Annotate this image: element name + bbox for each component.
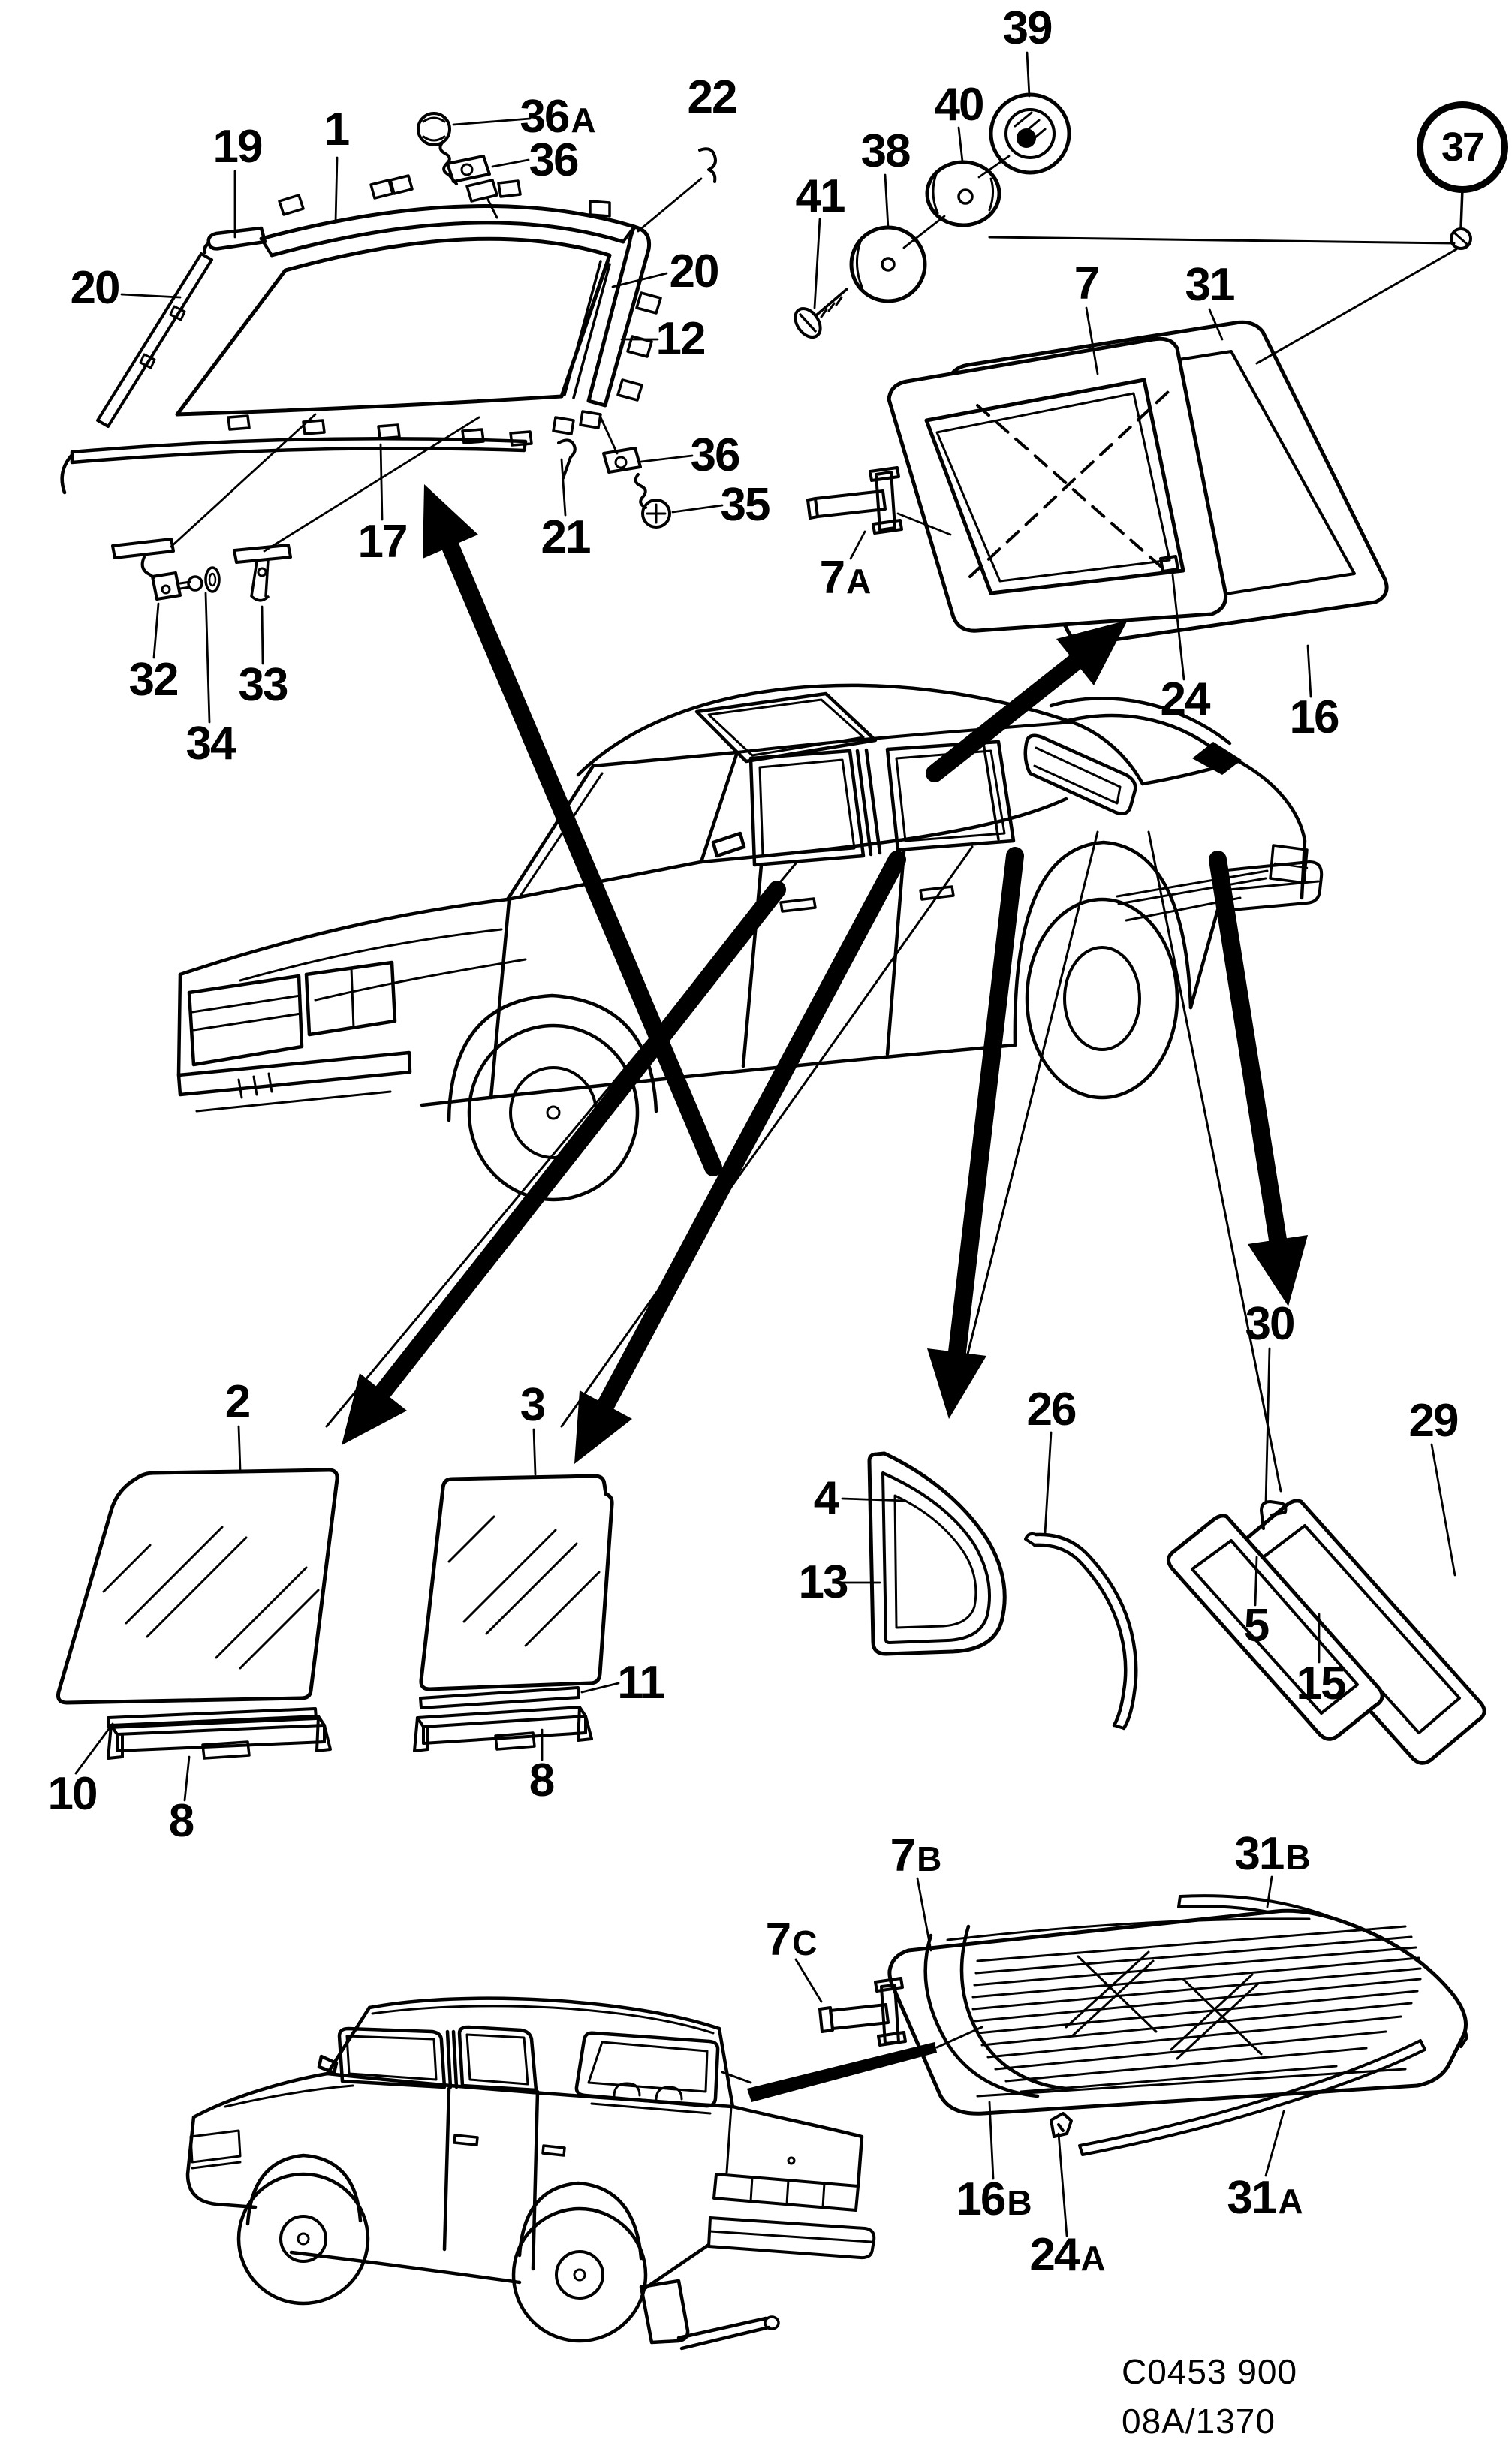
door-glass-drawing (56, 1468, 614, 1760)
pointer-arrows (342, 484, 1308, 1464)
glass-scratch-marks (1065, 1950, 1263, 2060)
arrow-to-quarter-frame (1209, 851, 1308, 1306)
rear-window-assembly-drawing (794, 92, 1472, 646)
defroster-lines (971, 1925, 1422, 2093)
drawing-number: C0453 900 08A/1370 (1122, 2347, 1297, 2446)
arrow-to-rear-door-glass (574, 851, 906, 1464)
heated-rear-window-drawing (747, 1894, 1468, 2156)
windshield-assembly-drawing (60, 112, 671, 602)
arrow-to-windshield (423, 484, 722, 1176)
drawing-number-line2: 08A/1370 (1122, 2402, 1276, 2441)
car-rear-three-quarter-drawing (185, 1996, 876, 2351)
arrow-to-front-door-glass (342, 881, 786, 1445)
arrow-to-rear-window (926, 620, 1128, 782)
car-front-three-quarter-drawing (176, 683, 1324, 1493)
arrow-to-quarter-window (927, 847, 1024, 1419)
leader-lines (74, 51, 1456, 2237)
quarter-window-drawing (867, 1451, 1486, 1765)
drawing-number-line1: C0453 900 (1122, 2352, 1298, 2391)
